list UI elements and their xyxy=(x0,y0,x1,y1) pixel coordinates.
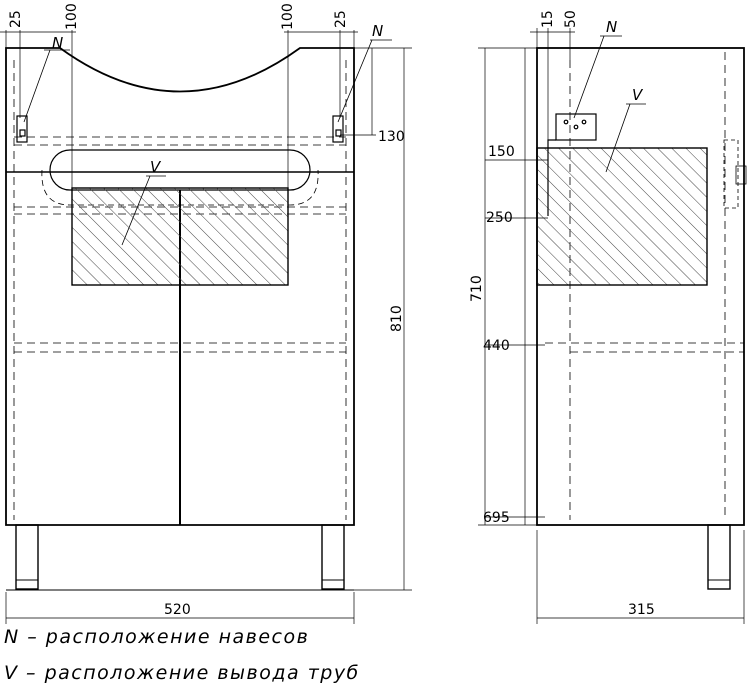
front-view-labels: 25 100 100 25 N N 130 V 810 520 xyxy=(8,3,405,618)
side-cabinet-outline xyxy=(536,47,745,526)
side-view xyxy=(478,28,747,624)
side-level-150: 150 xyxy=(488,144,515,160)
front-leg-left xyxy=(15,524,39,590)
front-view xyxy=(0,30,412,624)
front-pipe-area xyxy=(71,187,289,286)
legend-hinge-location: N – расположение навесов xyxy=(4,626,310,648)
front-offset-100-right: 100 xyxy=(280,3,296,30)
front-hinge-height: 130 xyxy=(378,129,405,145)
front-leg-right xyxy=(321,524,345,590)
side-offset-15: 15 xyxy=(540,10,556,28)
front-pipe-label: V xyxy=(150,158,162,176)
front-offset-100-left: 100 xyxy=(64,3,80,30)
legend-pipe-outlet: V – расположение вывода труб xyxy=(4,662,360,684)
side-level-440: 440 xyxy=(483,338,510,354)
front-hinge-label-right: N xyxy=(372,22,383,40)
hinge-side-icon xyxy=(555,113,597,141)
side-view-labels: 15 50 N V 710 150 250 440 695 315 xyxy=(469,10,655,618)
side-dimension-lines xyxy=(478,28,745,624)
side-hinge-label: N xyxy=(606,18,617,36)
hinge-left-icon xyxy=(16,115,28,143)
side-handle xyxy=(723,139,739,209)
front-cabinet-outline xyxy=(5,47,355,526)
side-level-695: 695 xyxy=(483,510,510,526)
side-total-height: 710 xyxy=(469,275,485,302)
front-offset-25-left: 25 xyxy=(8,10,24,28)
front-basin-oval xyxy=(49,149,311,191)
side-level-250: 250 xyxy=(486,210,513,226)
front-dimension-lines xyxy=(0,30,412,624)
front-offset-25-right: 25 xyxy=(333,10,349,28)
side-total-depth: 315 xyxy=(628,602,655,618)
hinge-right-icon xyxy=(332,115,344,143)
side-offset-50: 50 xyxy=(563,10,579,28)
side-pipe-label: V xyxy=(632,86,644,104)
front-hinge-label-left: N xyxy=(52,34,63,52)
side-leg xyxy=(707,524,731,590)
front-total-height: 810 xyxy=(389,305,405,332)
front-total-width: 520 xyxy=(164,602,191,618)
side-pipe-area xyxy=(536,147,708,286)
